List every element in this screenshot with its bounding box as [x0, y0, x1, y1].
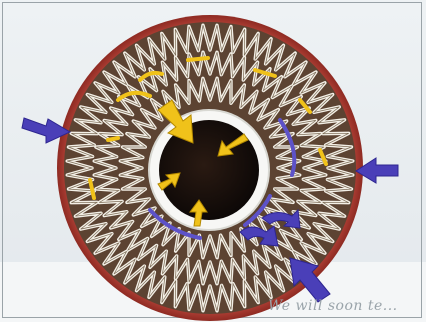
caption-text: We will soon te... [268, 298, 398, 314]
